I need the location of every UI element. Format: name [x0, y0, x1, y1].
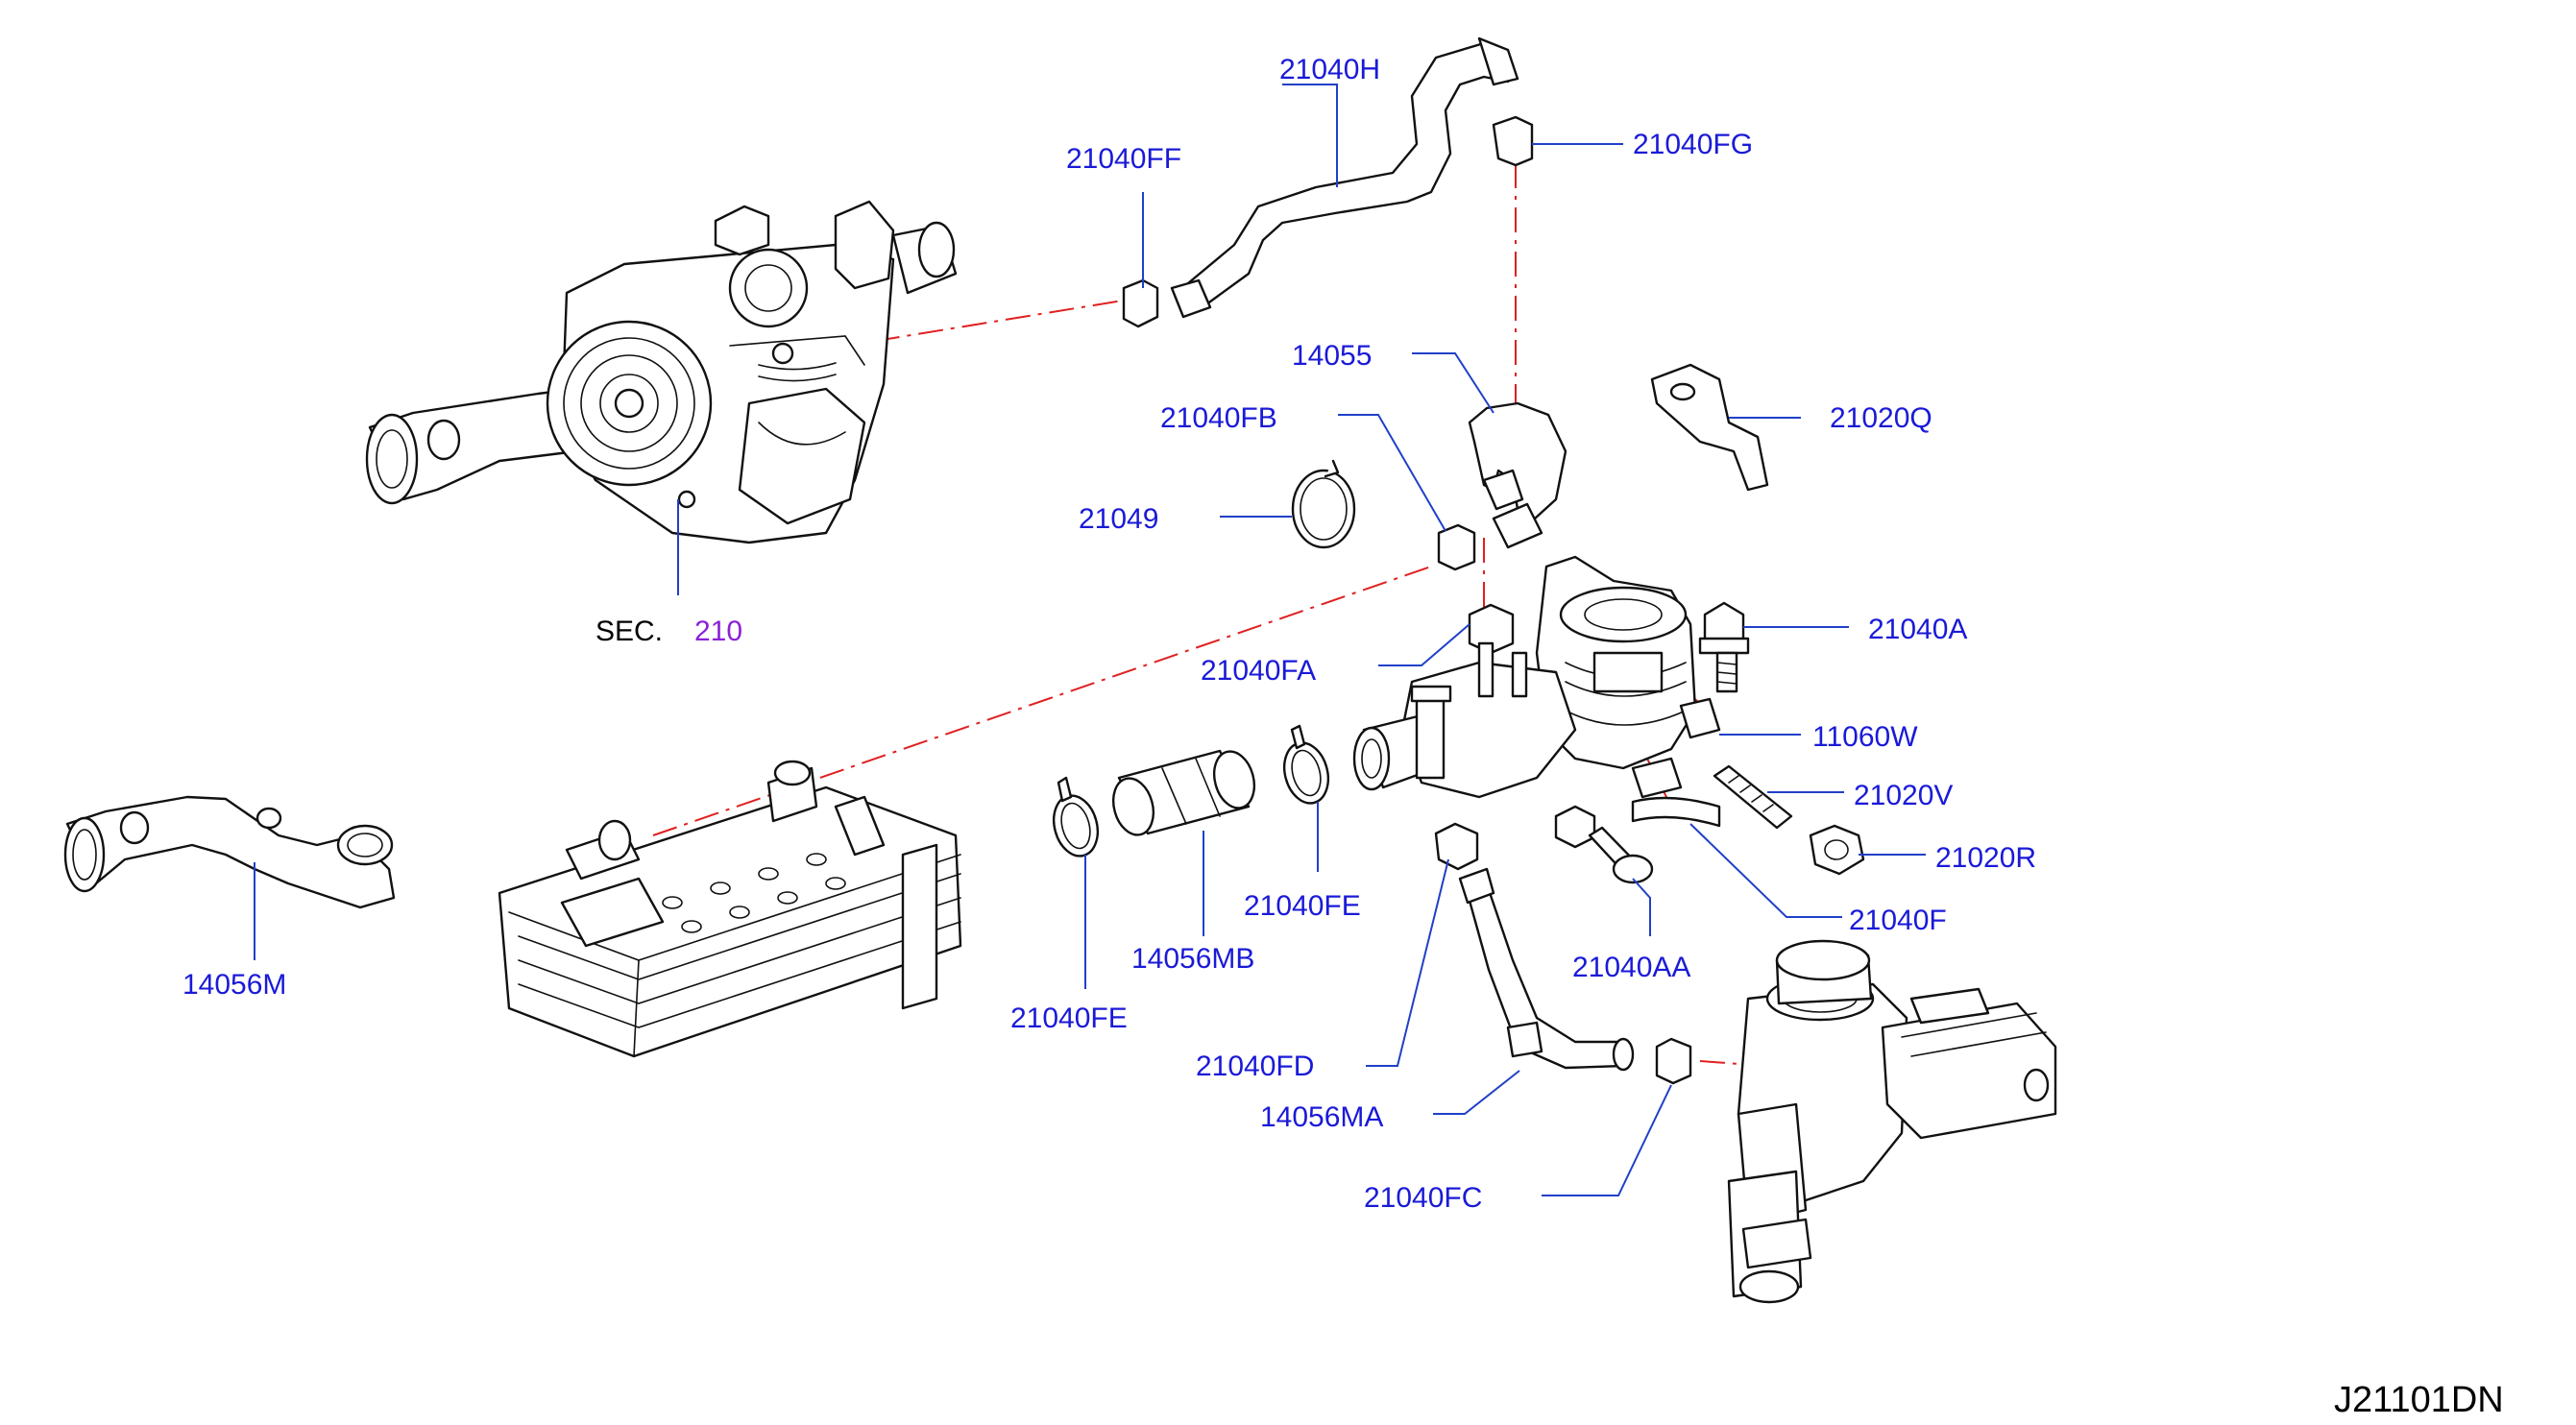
label-21040FE-left: 21040FE [1010, 1002, 1128, 1034]
pipe-14056M-drawing [63, 795, 396, 909]
label-21040FC: 21040FC [1364, 1182, 1482, 1214]
hose-14056MB-drawing [1111, 749, 1256, 836]
hose-21040H-drawing [1170, 36, 1519, 319]
bracket-21020Q-drawing [1650, 363, 1769, 492]
clamp-21040FE-left-drawing [1052, 776, 1100, 857]
egr-valve-11060W-drawing [1352, 555, 1721, 799]
gasket-21040F-drawing [1631, 796, 1721, 828]
label-14056MA: 14056MA [1260, 1101, 1383, 1133]
clip-21040FF-drawing [1122, 278, 1159, 328]
leader-14056MA [1433, 1070, 1520, 1115]
label-21040F: 21040F [1849, 905, 1947, 936]
leader-21040FB [1338, 414, 1446, 532]
label-21040A: 21040A [1868, 614, 1967, 645]
label-21020Q: 21020Q [1830, 402, 1932, 434]
bolt-21040A-drawing [1698, 601, 1750, 693]
hose-14055-drawing [1468, 401, 1567, 549]
nut-21020R-drawing [1809, 824, 1865, 876]
label-11060W: 11060W [1812, 721, 1918, 753]
clamp-21040FE-right-drawing [1282, 724, 1330, 805]
part-labels: 21040H 21040FF 21040FG 14055 21040FB 210… [182, 54, 2504, 1420]
leader-21040FD [1366, 858, 1449, 1067]
label-21020R: 21020R [1935, 842, 2036, 874]
label-21040H: 21040H [1279, 54, 1380, 85]
drawing-code: J21101DN [2334, 1380, 2504, 1420]
leader-21040AA [1632, 878, 1651, 936]
clip-21040FC-drawing [1655, 1037, 1692, 1085]
label-21020V: 21020V [1854, 780, 1953, 811]
clamp-21049-drawing [1291, 459, 1356, 549]
clip-21040FG-drawing [1492, 115, 1534, 167]
label-14056M: 14056M [182, 969, 286, 1001]
label-21049: 21049 [1079, 503, 1158, 535]
leader-21040FA [1378, 623, 1470, 666]
section-ref-number: 210 [694, 616, 742, 647]
label-21040FF: 21040FF [1066, 143, 1181, 175]
label-21040FE-right: 21040FE [1244, 890, 1361, 922]
clip-21040FB-drawing [1437, 523, 1476, 571]
leader-21040H [1282, 84, 1338, 187]
leader-lines [254, 84, 1926, 1196]
hose-14056MA-drawing [1458, 867, 1635, 1072]
stud-21020V-drawing [1713, 764, 1793, 830]
section-ref-prefix: SEC. [595, 616, 663, 647]
oil-filter-assembly-drawing [1727, 939, 2057, 1304]
leader-21040F [1689, 823, 1842, 918]
label-21040FB: 21040FB [1160, 402, 1277, 434]
label-14055: 14055 [1292, 340, 1372, 372]
clip-21040FA-drawing [1468, 603, 1515, 655]
label-21040FG: 21040FG [1633, 129, 1753, 160]
label-21040FD: 21040FD [1196, 1051, 1314, 1082]
bolt-21040AA-drawing [1554, 805, 1654, 884]
egr-cooler-drawing [498, 760, 962, 1058]
leader-21040FC [1542, 1084, 1672, 1196]
label-21040AA: 21040AA [1572, 952, 1690, 983]
clip-21040FD-drawing [1434, 822, 1479, 871]
turbocharger-drawing [365, 200, 958, 544]
label-14056MB: 14056MB [1131, 943, 1254, 975]
leader-14055 [1412, 352, 1495, 414]
label-21040FA: 21040FA [1201, 655, 1316, 687]
